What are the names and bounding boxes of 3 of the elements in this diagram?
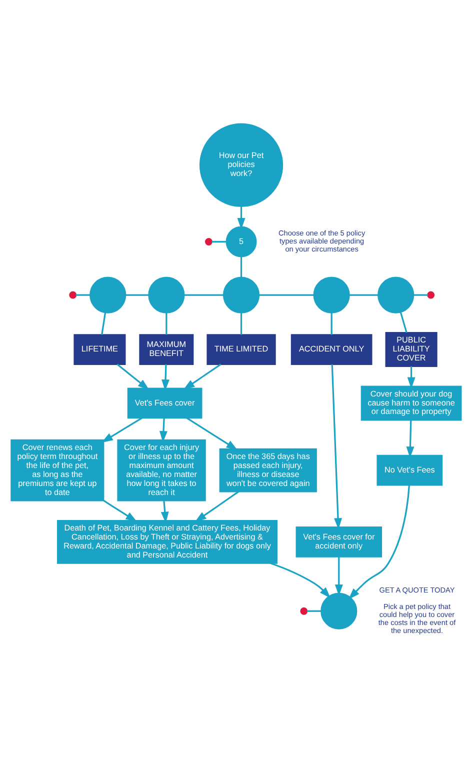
node-label: GET A QUOTE TODAY <box>379 585 455 594</box>
node-label: Choose one of the 5 policy types available depending on your circumstances <box>278 228 366 254</box>
node-label: Pick a pet policy that could help you to cover the costs in the event of the unexpected. <box>378 601 456 635</box>
